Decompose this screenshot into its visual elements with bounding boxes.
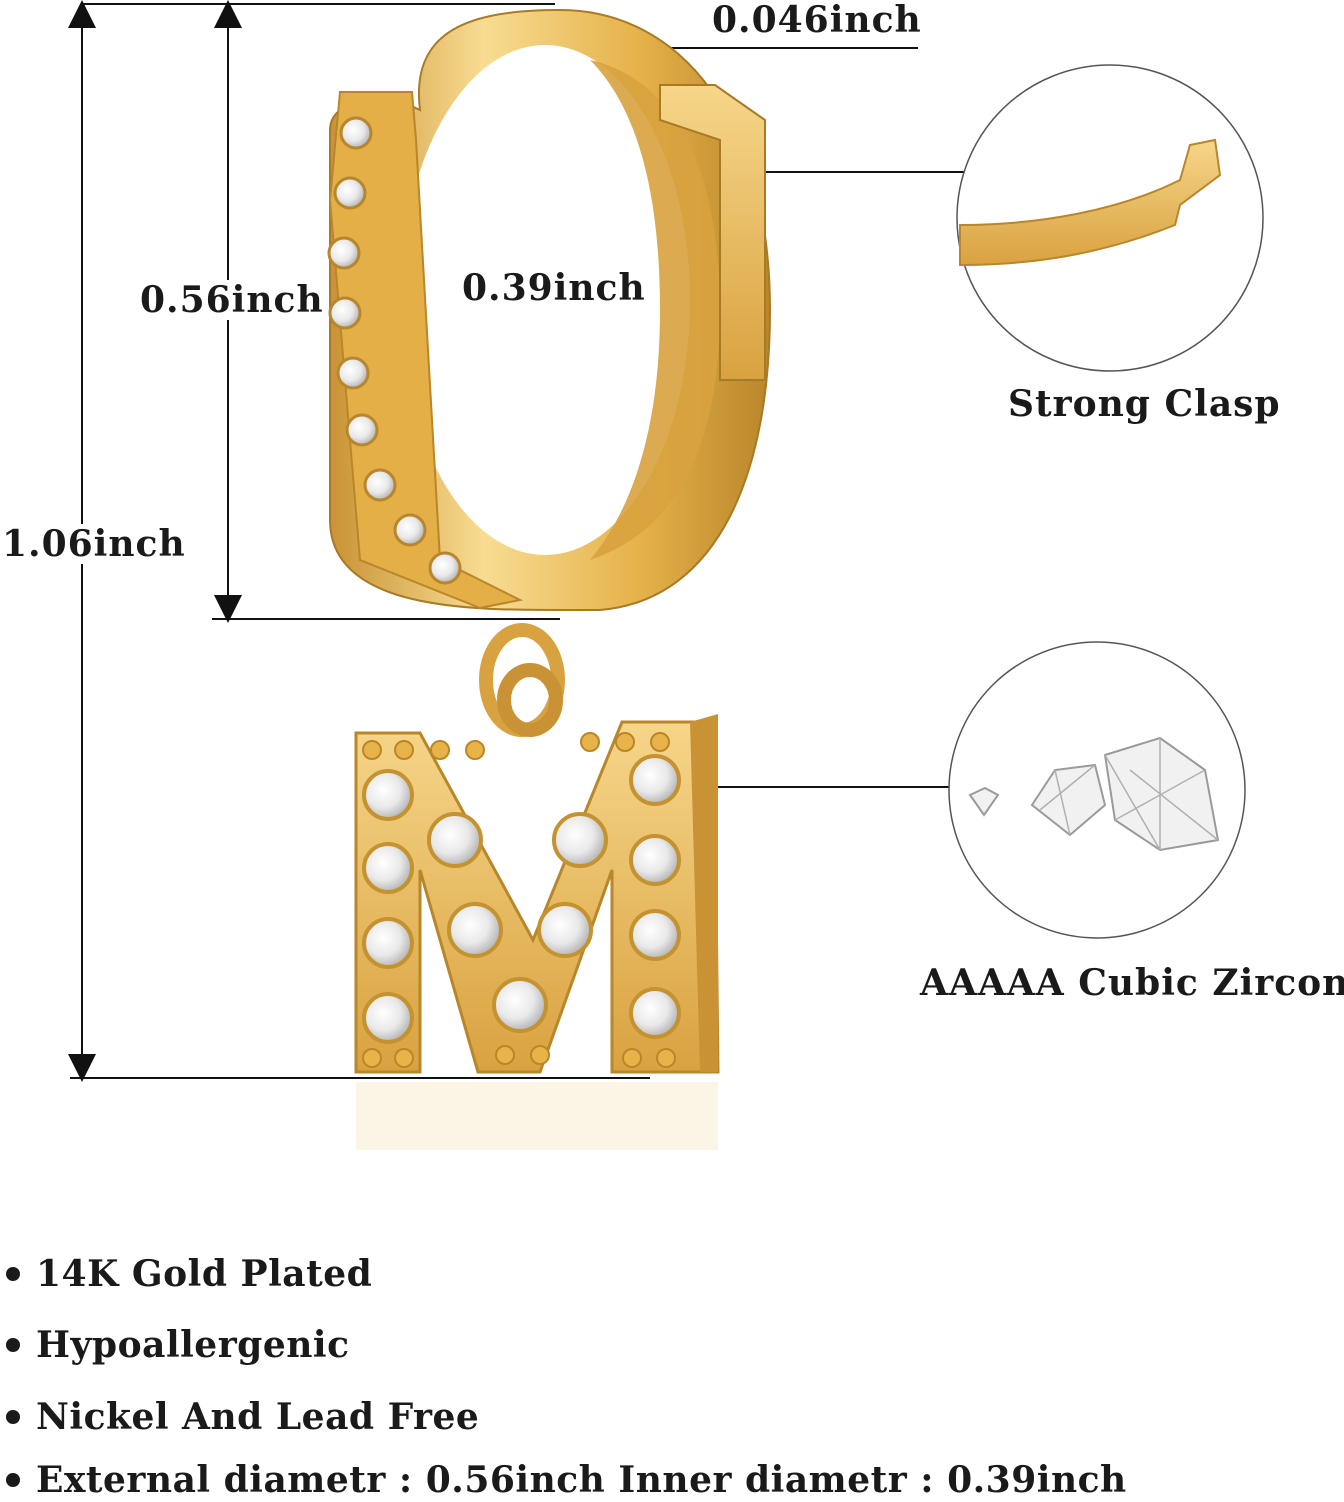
- feature-item: External diametr : 0.56inch Inner diamet…: [0, 1458, 1127, 1502]
- letter-m-pendant: [354, 714, 720, 1150]
- bullet-icon: [6, 1410, 20, 1424]
- zirconia-detail-image: [948, 641, 1246, 939]
- feature-item: Hypoallergenic: [0, 1323, 350, 1367]
- feature-text: Hypoallergenic: [36, 1324, 350, 1366]
- wire-thickness-label: 0.046inch: [712, 0, 922, 41]
- bullet-icon: [6, 1473, 20, 1487]
- total-height-label: 1.06inch: [2, 523, 186, 565]
- bail: [479, 623, 565, 737]
- hoop: [327, 8, 772, 611]
- external-height-label: 0.56inch: [140, 279, 324, 321]
- bullet-icon: [6, 1267, 20, 1281]
- feature-text: 14K Gold Plated: [36, 1253, 373, 1295]
- inner-diameter-label: 0.39inch: [462, 267, 646, 309]
- clasp-detail-image: [956, 64, 1264, 372]
- feature-item: Nickel And Lead Free: [0, 1395, 479, 1439]
- feature-item: 14K Gold Plated: [0, 1252, 372, 1296]
- feature-text: External diametr : 0.56inch Inner diamet…: [36, 1459, 1127, 1501]
- strong-clasp-caption: Strong Clasp: [1008, 383, 1281, 425]
- cubic-zirconia-caption: AAAAA Cubic Zirconia: [920, 962, 1344, 1004]
- feature-text: Nickel And Lead Free: [36, 1396, 480, 1438]
- bullet-icon: [6, 1338, 20, 1352]
